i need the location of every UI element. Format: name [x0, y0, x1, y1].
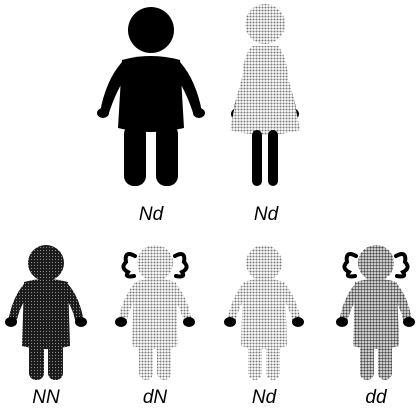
child-son-2-figure — [224, 245, 304, 380]
child-son-1-figure — [5, 245, 87, 380]
child-son-2-genotype-label: Nd — [252, 387, 278, 408]
mother-genotype-label: Nd — [254, 204, 280, 225]
child-daughter-2-genotype-label: dd — [365, 387, 388, 408]
father-genotype-label: Nd — [139, 204, 165, 225]
father-figure — [97, 7, 205, 186]
child-son-1-genotype-label: NN — [32, 387, 60, 408]
child-daughter-1-figure — [115, 245, 195, 380]
mother-figure — [230, 4, 300, 186]
child-daughter-2-figure — [336, 245, 415, 380]
child-daughter-1-genotype-label: dN — [143, 387, 168, 408]
